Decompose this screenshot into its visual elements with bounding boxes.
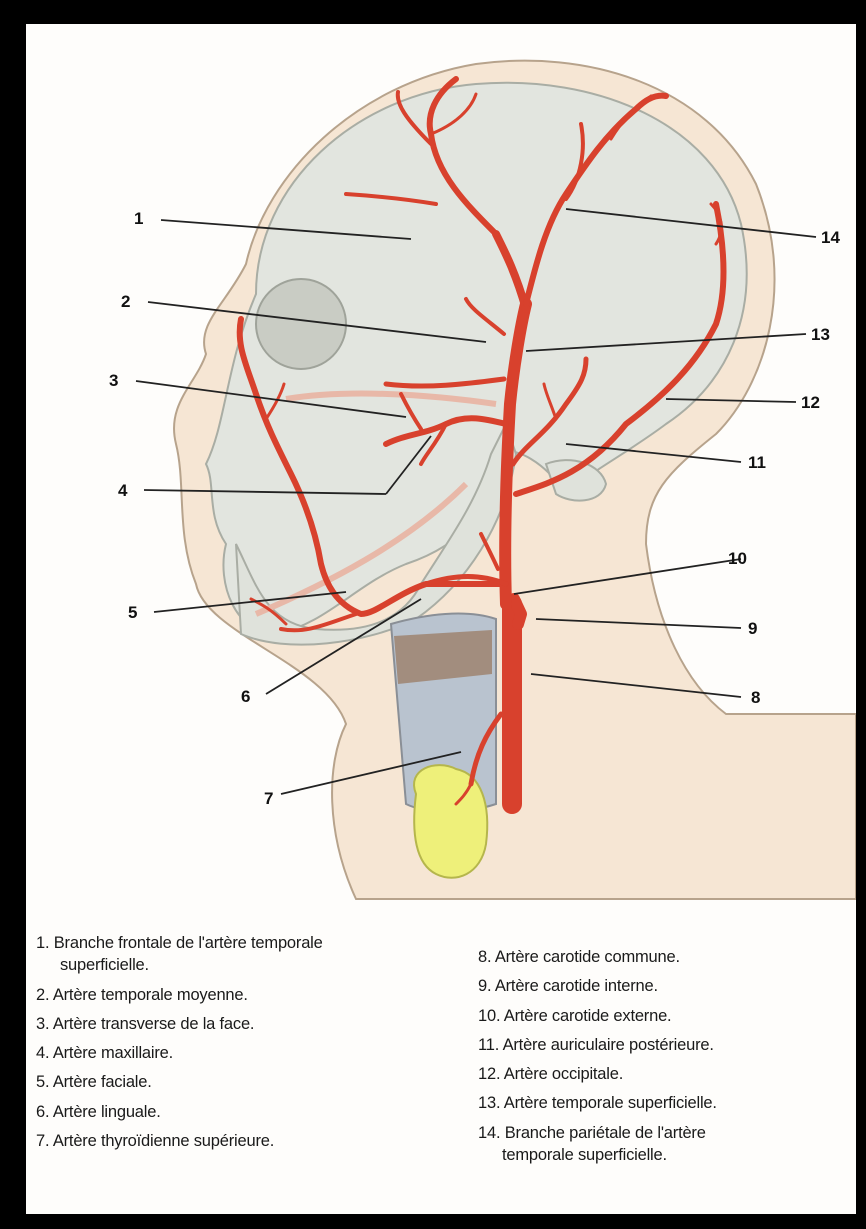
callout-6: 6 bbox=[241, 687, 250, 706]
callout-12: 12 bbox=[801, 393, 820, 412]
legend-item-1: 1. Branche frontale de l'artère temporal… bbox=[36, 932, 323, 977]
legend-left-column: 1. Branche frontale de l'artère temporal… bbox=[36, 932, 323, 1159]
legend-item-14: 14. Branche pariétale de l'artère tempor… bbox=[478, 1122, 717, 1167]
callout-8: 8 bbox=[751, 688, 760, 707]
legend-right-column: 8. Artère carotide commune. 9. Artère ca… bbox=[478, 946, 717, 1173]
legend-item-3: 3. Artère transverse de la face. bbox=[36, 1013, 323, 1035]
legend-item-4: 4. Artère maxillaire. bbox=[36, 1042, 323, 1064]
callout-5: 5 bbox=[128, 603, 137, 622]
legend-item-9: 9. Artère carotide interne. bbox=[478, 975, 717, 997]
legend-item-8: 8. Artère carotide commune. bbox=[478, 946, 717, 968]
callout-1: 1 bbox=[134, 209, 143, 228]
legend-item-12: 12. Artère occipitale. bbox=[478, 1063, 717, 1085]
legend-item-5: 5. Artère faciale. bbox=[36, 1071, 323, 1093]
callout-9: 9 bbox=[748, 619, 757, 638]
figure-sheet: 1 2 3 4 5 6 7 8 9 10 11 12 13 14 1. Bran… bbox=[26, 24, 856, 1214]
head-neck-illustration: 1 2 3 4 5 6 7 8 9 10 11 12 13 14 bbox=[26, 24, 856, 914]
legend-item-2: 2. Artère temporale moyenne. bbox=[36, 984, 323, 1006]
callout-14: 14 bbox=[821, 228, 840, 247]
legend-item-7: 7. Artère thyroïdienne supérieure. bbox=[36, 1130, 323, 1152]
callout-13: 13 bbox=[811, 325, 830, 344]
callout-4: 4 bbox=[118, 481, 128, 500]
legend-item-11: 11. Artère auriculaire postérieure. bbox=[478, 1034, 717, 1056]
callout-3: 3 bbox=[109, 371, 118, 390]
legend-item-10: 10. Artère carotide externe. bbox=[478, 1005, 717, 1027]
figure-frame: 1 2 3 4 5 6 7 8 9 10 11 12 13 14 1. Bran… bbox=[10, 10, 856, 1220]
legend-item-6: 6. Artère linguale. bbox=[36, 1101, 323, 1123]
callout-10: 10 bbox=[728, 549, 747, 568]
callout-7: 7 bbox=[264, 789, 273, 808]
callout-2: 2 bbox=[121, 292, 130, 311]
legend-item-13: 13. Artère temporale superficielle. bbox=[478, 1092, 717, 1114]
callout-11: 11 bbox=[748, 453, 766, 472]
internal-carotid bbox=[514, 599, 521, 624]
thyroid-gland bbox=[414, 765, 487, 878]
